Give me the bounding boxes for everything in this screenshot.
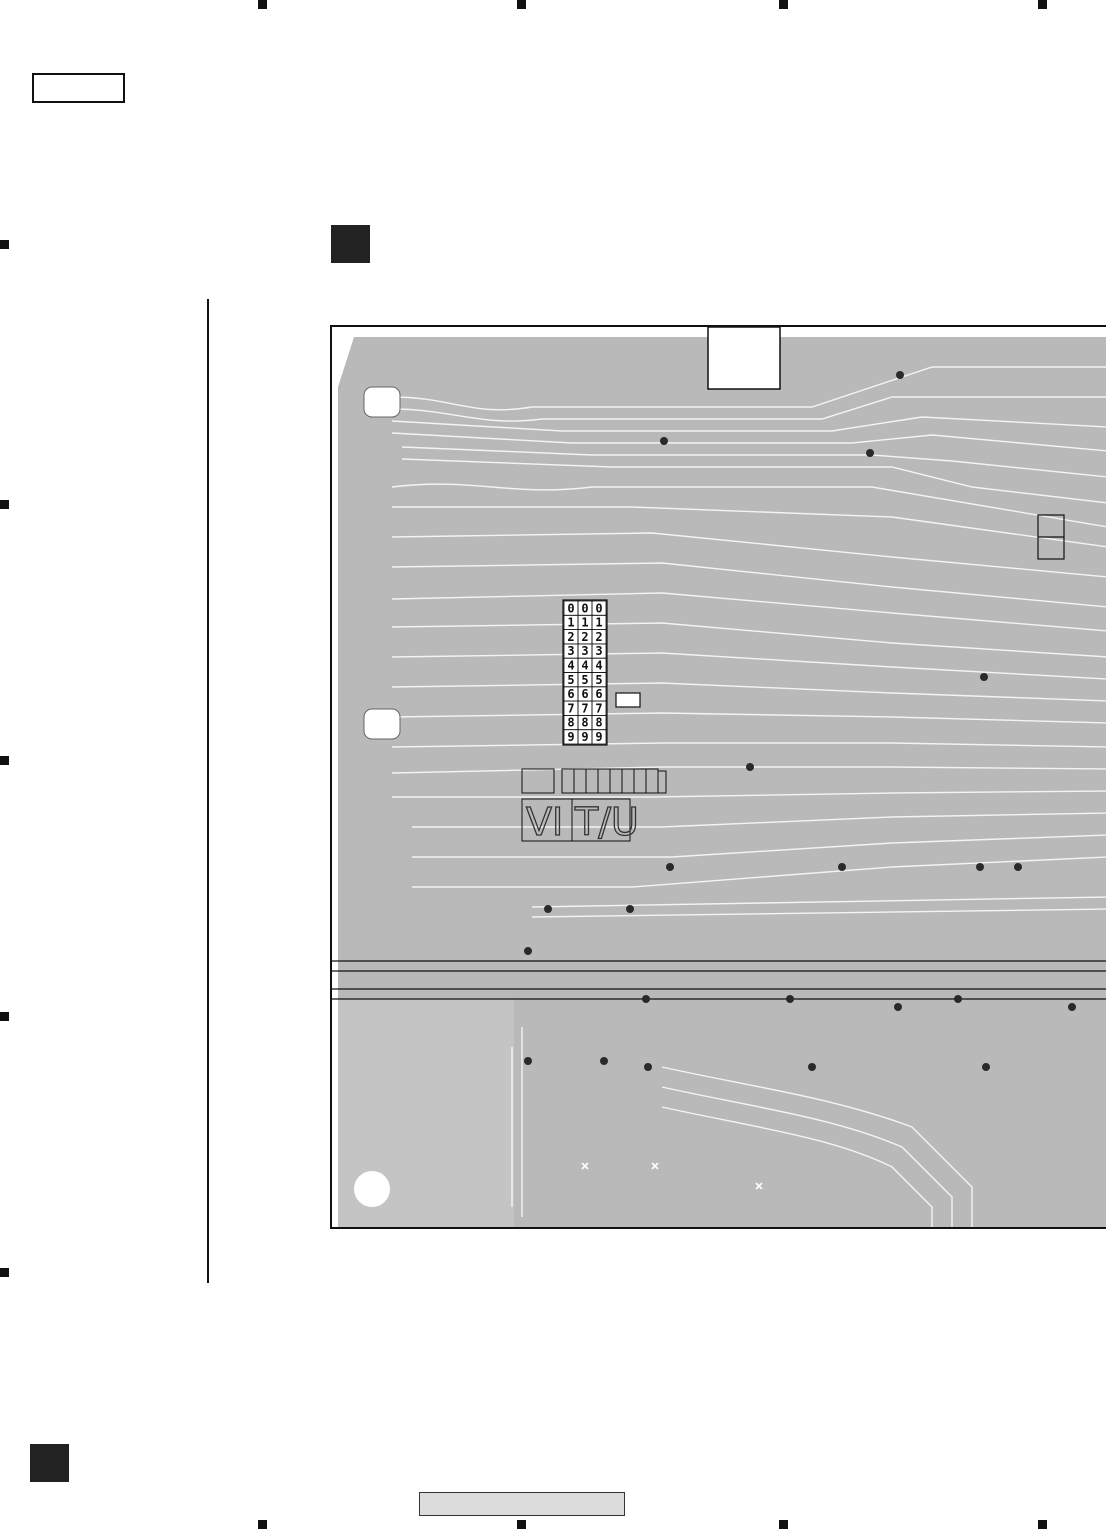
section-marker-block	[331, 225, 370, 263]
digit-label: 9	[595, 730, 602, 744]
digit-label: 2	[567, 630, 574, 644]
digit-label: 9	[567, 730, 574, 744]
bus-lines	[332, 960, 1106, 1000]
registration-mark-left-3	[0, 756, 9, 765]
registration-mark-top-4	[1038, 0, 1047, 9]
marking-vi: VI	[526, 800, 563, 844]
mounting-tabs	[363, 386, 401, 740]
digit-label: 9	[581, 730, 588, 744]
registration-mark-left-1	[0, 240, 9, 249]
digit-label: 6	[567, 687, 574, 701]
footer-marker-block	[30, 1444, 69, 1482]
registration-mark-left-4	[0, 1012, 9, 1021]
digit-label: 7	[595, 701, 602, 715]
digit-label: 8	[595, 716, 602, 730]
digit-label: 4	[581, 659, 588, 673]
registration-mark-bottom-4	[1038, 1520, 1047, 1529]
digit-label: 4	[567, 659, 574, 673]
registration-mark-bottom-2	[517, 1520, 526, 1529]
marking-grid	[521, 768, 667, 842]
registration-mark-top-2	[517, 0, 526, 9]
digit-label: 6	[581, 687, 588, 701]
registration-mark-bottom-3	[779, 1520, 788, 1529]
digit-label: 6	[595, 687, 602, 701]
transistor-outlines	[1037, 514, 1065, 560]
registration-mark-bottom-1	[258, 1520, 267, 1529]
digit-label: 4	[595, 659, 602, 673]
digit-label: 7	[567, 701, 574, 715]
digit-cell	[591, 729, 607, 745]
side-rule	[207, 299, 209, 1283]
registration-mark-left-5	[0, 1268, 9, 1277]
digit-label: 3	[581, 644, 588, 658]
registration-mark-top-3	[779, 0, 788, 9]
x-marks	[581, 1162, 763, 1190]
registration-mark-left-2	[0, 500, 9, 509]
digit-label: 5	[581, 673, 588, 687]
via-pads	[524, 371, 1076, 1071]
digit-label: 0	[567, 601, 574, 615]
digit-label: 1	[567, 616, 574, 630]
trace-group	[391, 366, 1106, 1227]
digit-label: 8	[581, 716, 588, 730]
registration-mark-top-1	[258, 0, 267, 9]
digit-label: 5	[595, 673, 602, 687]
digit-label: 5	[567, 673, 574, 687]
marking-tu: T/U	[574, 800, 639, 844]
digit-label: 7	[581, 701, 588, 715]
footer-title-bar	[419, 1492, 625, 1516]
digit-label: 2	[595, 630, 602, 644]
digit-label: 0	[581, 601, 588, 615]
mounting-hole-bottom	[354, 1171, 390, 1207]
digit-label: 0	[595, 601, 602, 615]
page-number-box	[32, 73, 125, 103]
digit-label: 1	[595, 616, 602, 630]
mounting-hole-top	[732, 341, 760, 369]
label-box	[615, 692, 641, 708]
digit-label: 3	[595, 644, 602, 658]
digit-label: 2	[581, 630, 588, 644]
digit-label: 8	[567, 716, 574, 730]
digit-label: 3	[567, 644, 574, 658]
digit-label: 1	[581, 616, 588, 630]
